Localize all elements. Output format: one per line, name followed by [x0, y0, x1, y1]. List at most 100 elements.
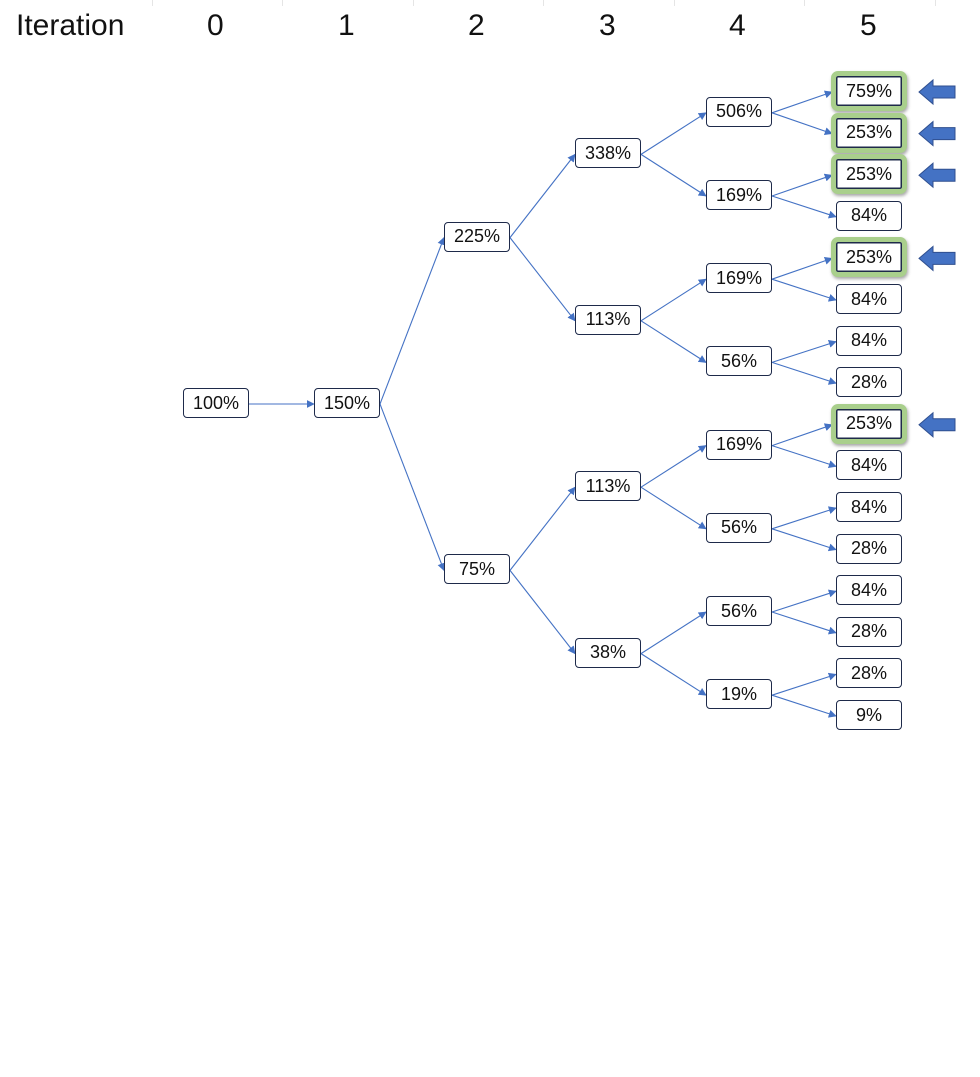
node-box: 84%: [836, 200, 902, 231]
node-box: 84%: [836, 492, 902, 522]
tree-edge-arrow: [640, 445, 707, 488]
left-arrow-icon: [918, 78, 956, 106]
tree-edge-arrow: [771, 423, 833, 447]
highlighted-node-box: 253%: [831, 403, 907, 444]
node-box: 56%: [706, 346, 772, 377]
node-box: 150%: [314, 388, 380, 418]
iteration-header-1: 1: [338, 9, 355, 42]
column-divider: [935, 0, 936, 6]
node-box: 169%: [706, 263, 772, 294]
node-label: 225%: [453, 226, 501, 247]
node-label: 28%: [850, 621, 888, 642]
node-label: 113%: [585, 475, 631, 496]
tree-edge-arrow: [771, 278, 837, 302]
highlighted-node-box: 253%: [831, 154, 907, 195]
tree-edge-arrow: [771, 195, 837, 219]
tree-edge-arrow: [771, 173, 833, 197]
node-label: 28%: [850, 538, 888, 559]
column-divider: [152, 0, 153, 6]
node-box: 28%: [836, 658, 902, 689]
node-label: 169%: [715, 434, 763, 455]
iteration-header-4: 4: [729, 9, 746, 42]
node-label: 253%: [845, 122, 893, 143]
node-label: 100%: [192, 392, 240, 413]
tree-edge-arrow: [771, 445, 837, 468]
node-box: 84%: [836, 284, 902, 314]
iteration-header-label: Iteration: [16, 9, 125, 42]
node-box: 28%: [836, 367, 902, 398]
tree-edge-arrow: [771, 694, 837, 718]
tree-edge-arrow: [640, 112, 707, 155]
node-label: 56%: [720, 600, 758, 621]
node-label: 28%: [850, 371, 888, 392]
tree-edge-arrow: [640, 320, 707, 363]
tree-edge-arrow: [771, 90, 833, 114]
tree-edge-arrow: [771, 361, 837, 385]
node-box: 338%: [575, 138, 641, 169]
node-label: 56%: [720, 517, 758, 538]
node-label: 169%: [715, 184, 763, 205]
iteration-header-0: 0: [207, 9, 224, 42]
node-box: 19%: [706, 679, 772, 710]
column-divider: [674, 0, 675, 6]
node-label: 84%: [850, 454, 888, 475]
tree-edge-arrow: [771, 589, 837, 613]
node-label: 84%: [850, 330, 888, 351]
tree-edge-arrow: [640, 611, 707, 655]
node-label: 113%: [585, 309, 631, 330]
node-box: 75%: [444, 554, 510, 585]
node-label: 169%: [715, 267, 763, 288]
tree-edge-arrow: [640, 486, 707, 530]
iteration-header-2: 2: [468, 9, 485, 42]
node-box: 9%: [836, 700, 902, 730]
node-label: 84%: [850, 579, 888, 600]
tree-edge-arrow: [509, 570, 576, 655]
column-divider: [413, 0, 414, 6]
tree-edge-arrow: [640, 653, 707, 696]
tree-edge-arrow: [771, 340, 837, 363]
left-arrow-icon: [918, 162, 956, 189]
node-box: 28%: [836, 533, 902, 564]
column-divider: [282, 0, 283, 6]
node-label: 506%: [715, 101, 763, 122]
node-label: 56%: [720, 350, 758, 371]
tree-edge-arrow: [771, 112, 833, 136]
node-box: 56%: [706, 512, 772, 543]
highlighted-node-box: 759%: [831, 71, 907, 111]
node-box: 169%: [706, 429, 772, 460]
tree-edge-arrow: [771, 506, 837, 530]
node-label: 150%: [323, 392, 371, 413]
node-label: 759%: [845, 80, 893, 101]
node-box: 84%: [836, 450, 902, 481]
node-label: 253%: [845, 246, 893, 267]
node-box: 56%: [706, 596, 772, 626]
highlighted-node-box: 253%: [831, 237, 907, 278]
left-arrow-icon: [918, 245, 956, 272]
node-label: 75%: [458, 558, 496, 579]
tree-edge-arrow: [640, 153, 707, 197]
node-box: 38%: [575, 637, 641, 668]
node-box: 28%: [836, 616, 902, 647]
column-divider: [543, 0, 544, 6]
tree-edge-arrow: [771, 611, 837, 635]
node-box: 100%: [183, 388, 249, 418]
iteration-header-3: 3: [599, 9, 616, 42]
node-box: 225%: [444, 221, 510, 252]
node-box: 169%: [706, 180, 772, 210]
tree-edge-arrow: [509, 237, 576, 322]
node-box: 113%: [575, 304, 641, 335]
node-label: 338%: [584, 142, 632, 163]
left-arrow-icon: [918, 120, 956, 147]
node-label: 38%: [589, 642, 627, 663]
node-label: 19%: [720, 683, 758, 704]
node-box: 506%: [706, 96, 772, 127]
node-label: 84%: [850, 205, 888, 226]
node-label: 84%: [850, 288, 888, 309]
tree-edge-arrow: [771, 672, 837, 696]
tree-edge-arrow: [640, 278, 707, 322]
left-arrow-icon: [918, 411, 956, 438]
tree-edge-arrow: [771, 528, 837, 552]
node-label: 9%: [855, 704, 882, 725]
